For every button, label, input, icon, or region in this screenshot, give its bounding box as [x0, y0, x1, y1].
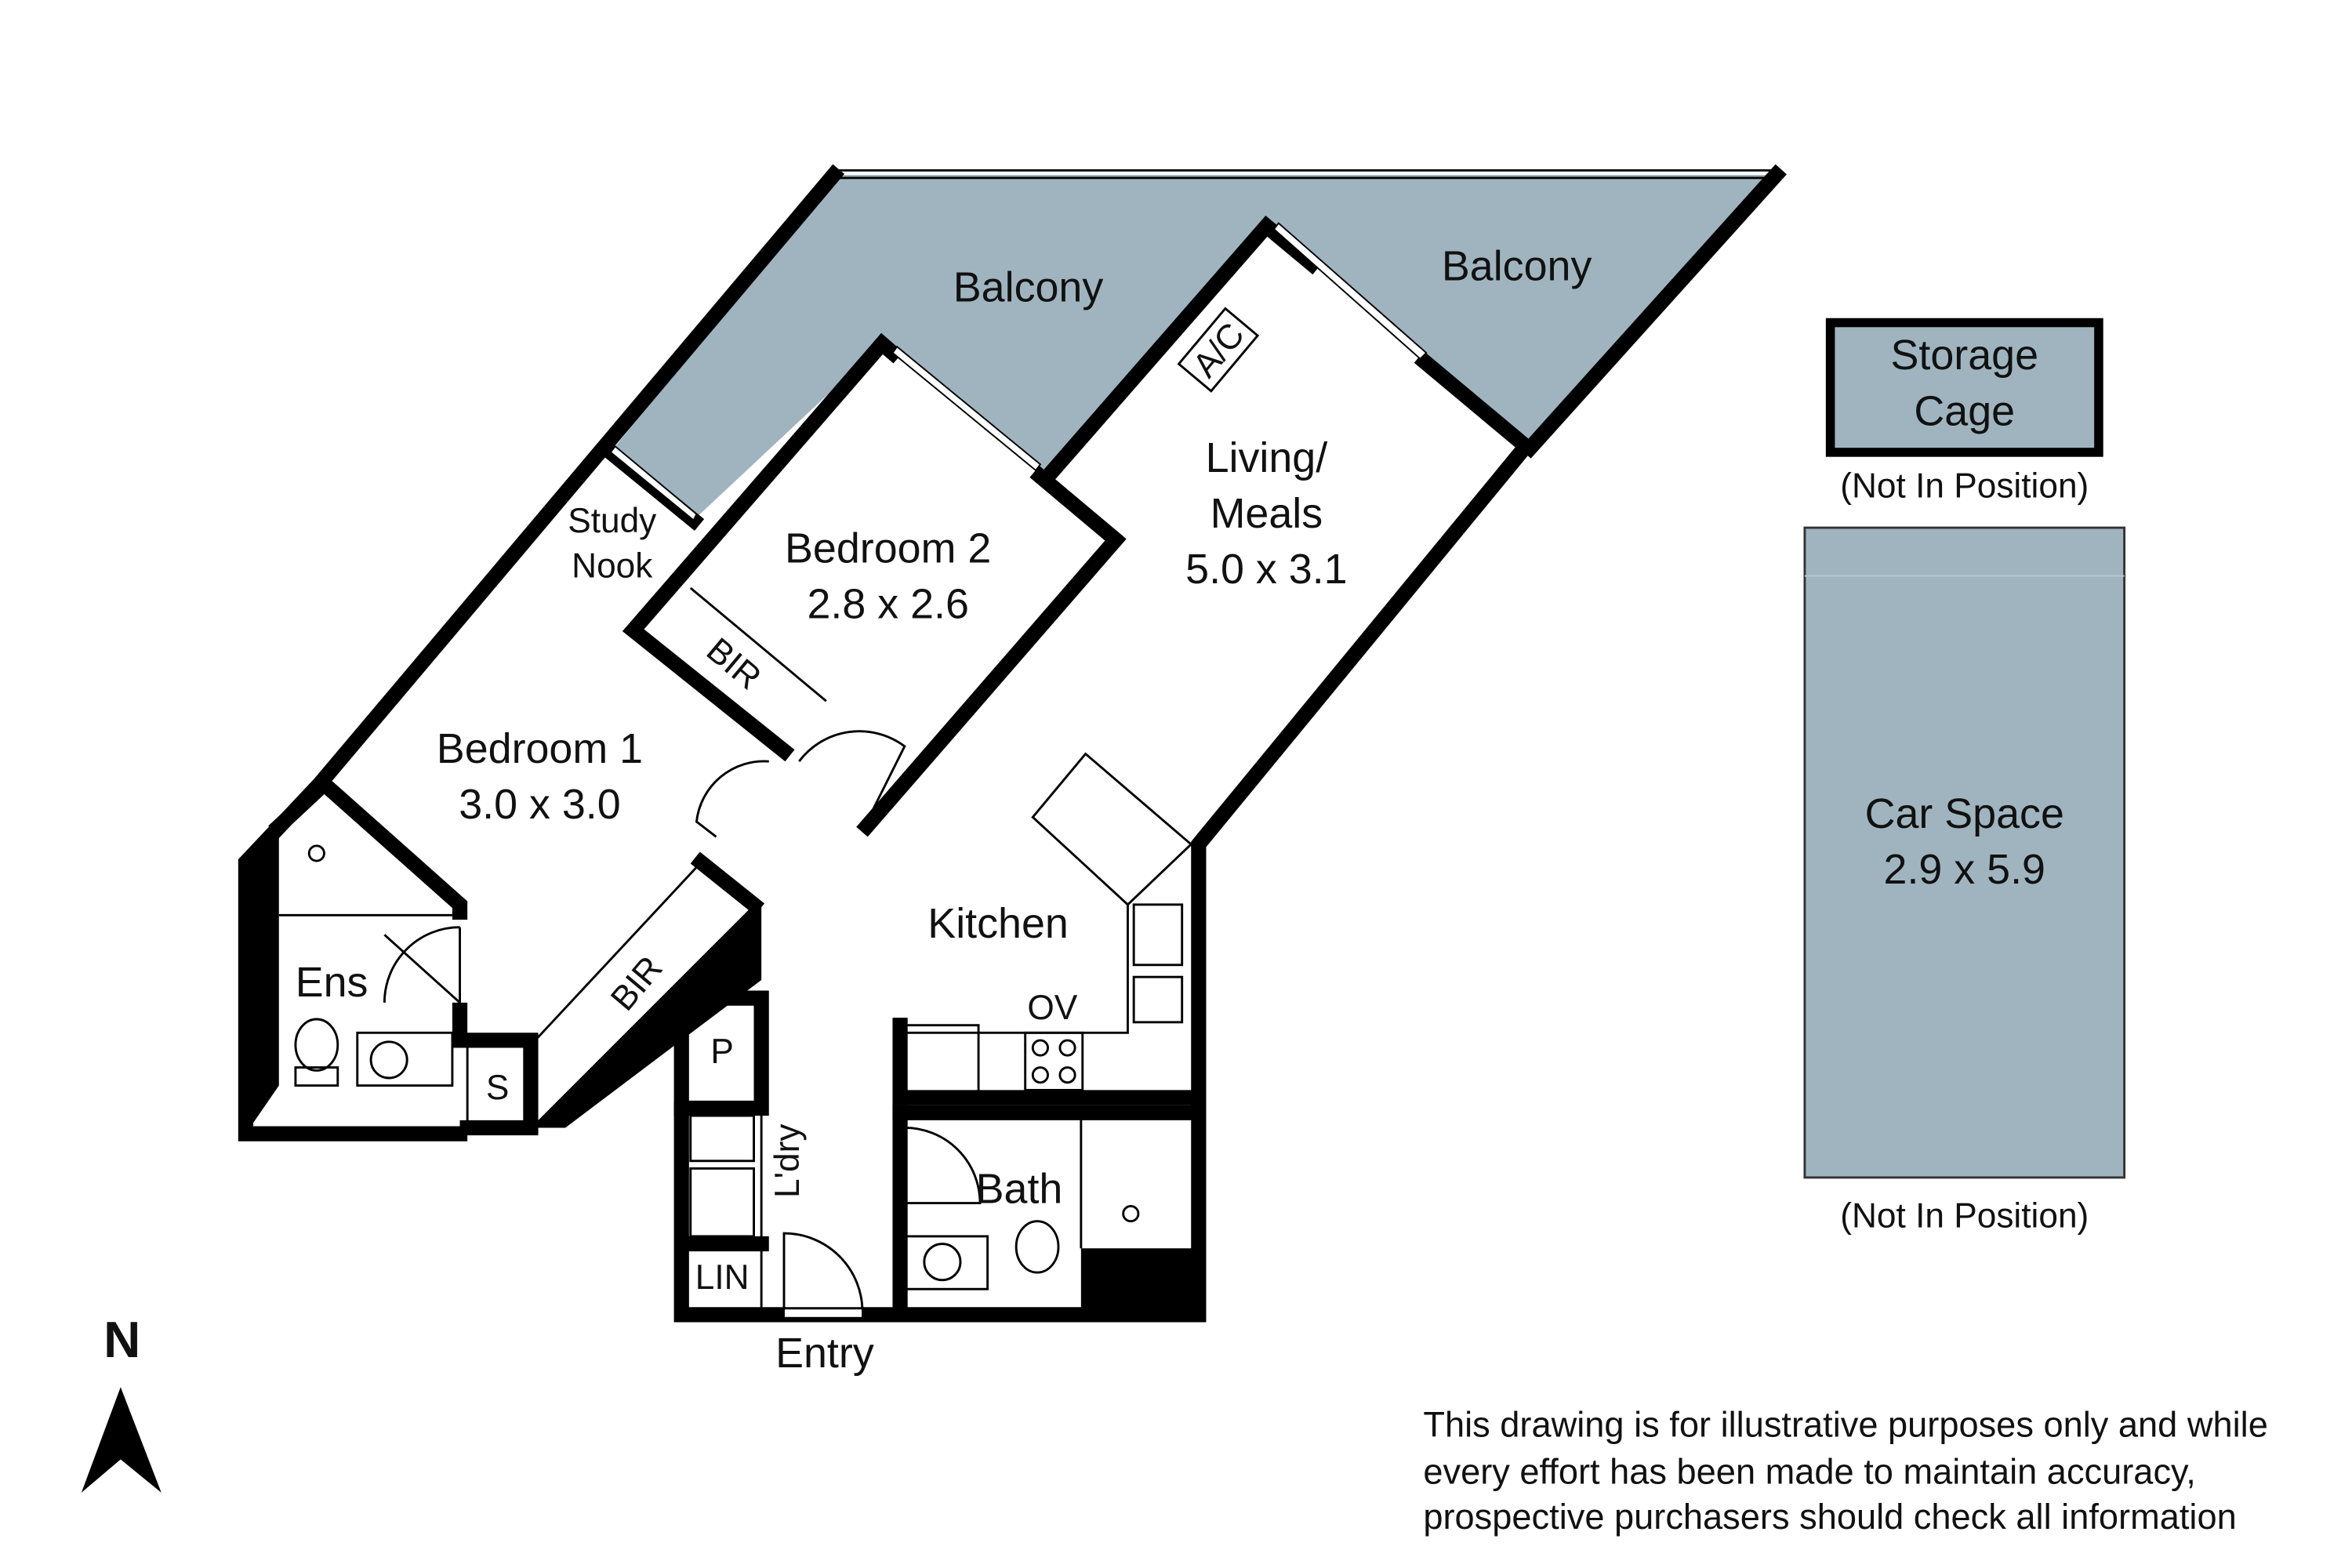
laundry-label: L'dry	[768, 1123, 807, 1198]
ensuite-wall	[452, 1002, 539, 1136]
living-wall	[1036, 216, 1323, 488]
bedroom2-wall	[871, 332, 904, 364]
store-label: S	[486, 1069, 510, 1107]
door-swing	[383, 926, 461, 1006]
bedroom1-label: Bedroom 1	[437, 725, 643, 772]
ensuite-wall	[268, 773, 468, 920]
shower-head	[1122, 1205, 1140, 1223]
entry-opening	[783, 1308, 863, 1319]
storage-label: Cage	[1914, 387, 2015, 434]
bir1-front	[534, 862, 702, 1041]
vanity	[903, 1235, 989, 1290]
window	[609, 445, 698, 521]
basin	[923, 1243, 962, 1282]
burner	[1058, 1066, 1076, 1084]
balcony-label: Balcony	[1442, 243, 1592, 290]
dishwasher	[1132, 903, 1184, 967]
oven-label: OV	[1027, 989, 1077, 1027]
linen-label: LIN	[695, 1258, 750, 1297]
ac-unit	[1177, 307, 1260, 393]
shower-head	[307, 844, 325, 862]
living-wall-right	[673, 350, 1537, 1323]
disclaimer-line: every effort has been made to maintain a…	[1423, 1451, 2195, 1491]
bedroom2-dimensions: 2.8 x 2.6	[807, 580, 968, 627]
car-space-note: (Not In Position)	[1840, 1196, 2089, 1235]
kitchen-wall	[892, 1018, 1199, 1105]
basin	[369, 1040, 408, 1080]
storage-note: (Not In Position)	[1840, 467, 2089, 506]
bedroom2-wall	[622, 332, 893, 762]
door-swing	[695, 760, 769, 838]
disclaimer-line: This drawing is for illustrative purpose…	[1423, 1405, 2267, 1445]
door-swing	[904, 1127, 982, 1205]
ensuite-label: Ens	[296, 959, 368, 1006]
door-swing	[798, 730, 906, 822]
disclaimer-line: prospective purchasers should check all …	[1423, 1497, 2236, 1537]
burner	[1031, 1066, 1049, 1084]
bath-wall-fill	[1080, 1248, 1195, 1315]
cooktop	[1024, 1031, 1084, 1091]
pantry-label: P	[710, 1033, 734, 1071]
car-space-label: Car Space	[1865, 790, 2064, 837]
car-space-dimensions: 2.9 x 5.9	[1884, 846, 2045, 893]
burner	[1031, 1039, 1049, 1057]
kitchen-label: Kitchen	[927, 900, 1069, 947]
laundry-wall	[673, 990, 769, 1116]
bedroom1-corner-fill	[245, 784, 320, 1134]
living-dimensions: 5.0 x 3.1	[1185, 546, 1347, 593]
burner	[1058, 1039, 1076, 1057]
outer-wall-left	[1519, 164, 1787, 459]
car-space	[1803, 526, 2126, 1179]
storage-cage	[1825, 318, 2103, 457]
fridge-space	[898, 1024, 980, 1094]
entry-label: Entry	[775, 1330, 874, 1377]
bath-label: Bath	[976, 1166, 1063, 1213]
toilet-cistern	[294, 1066, 339, 1087]
toilet	[1014, 1220, 1060, 1274]
bedroom2-label: Bedroom 2	[785, 524, 991, 572]
bedroom1-dimensions: 3.0 x 3.0	[459, 781, 620, 828]
vanity	[356, 1031, 454, 1087]
study-label: Study	[568, 502, 657, 540]
bedroom1-wall	[690, 851, 765, 916]
window	[1272, 222, 1428, 361]
washer	[689, 1167, 755, 1238]
kitchen-bench	[900, 904, 1129, 1034]
entry-door[interactable]	[782, 1232, 864, 1313]
bir-front	[689, 586, 827, 702]
study-label: Nook	[572, 547, 653, 586]
window	[891, 345, 1042, 472]
kitchen-sink	[1132, 975, 1184, 1024]
living-label: Meals	[1210, 490, 1323, 537]
kitchen-island	[1031, 752, 1193, 906]
balcony-label: Balcony	[953, 264, 1104, 311]
bedroom2-wall	[856, 466, 1127, 837]
toilet	[294, 1018, 339, 1072]
north-label: N	[103, 1311, 140, 1368]
living-label: Living/	[1206, 434, 1328, 481]
balcony-area	[610, 175, 1773, 521]
north-arrow-icon	[81, 1387, 162, 1493]
storage-label: Storage	[1891, 332, 2039, 379]
laundry-trough	[689, 1114, 755, 1163]
bir1-wall	[530, 904, 762, 1128]
